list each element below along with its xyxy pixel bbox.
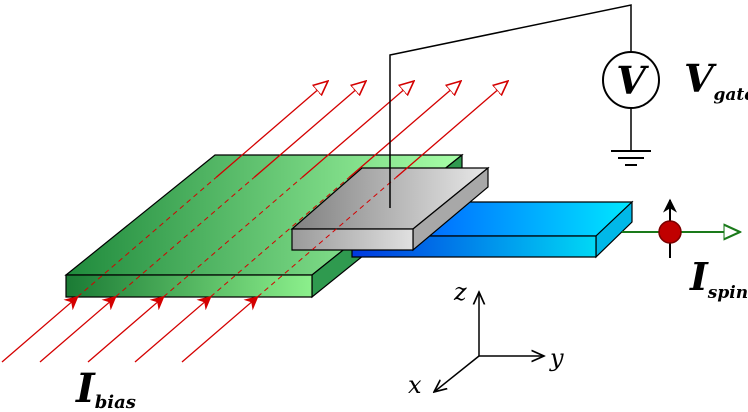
spin-current (622, 198, 740, 258)
field-line-exit (348, 81, 461, 178)
field-line-exit (301, 81, 414, 178)
axis-x-label: x (408, 371, 422, 399)
field-line-exit (395, 81, 508, 178)
coordinate-axes: z y x (408, 278, 564, 399)
vgate-label: Vgate (684, 56, 748, 105)
field-line-entry (181, 295, 259, 363)
field-line-exit (253, 81, 366, 178)
ispin-label: Ispin (689, 254, 748, 303)
voltmeter-icon (602, 51, 660, 109)
field-line-inside (257, 177, 397, 298)
field-line-entry (134, 295, 212, 363)
field-line-exit (215, 81, 328, 178)
voltmeter-label: V (616, 58, 649, 103)
ground-icon (611, 150, 651, 166)
field-line-inside (115, 177, 255, 298)
field-line-inside (210, 177, 350, 298)
electron-icon (658, 220, 682, 244)
field-line-inside (77, 177, 217, 298)
ibias-label: Ibias (75, 365, 136, 412)
gate-circuit: V (389, 4, 660, 208)
field-line-entry (1, 295, 79, 363)
axis-y-label: y (549, 344, 564, 372)
field-line-entry (39, 295, 117, 363)
axis-z-label: z (453, 278, 467, 306)
field-line-entry (87, 295, 165, 363)
field-line-inside (163, 177, 303, 298)
bias-field-lines (1, 81, 508, 363)
